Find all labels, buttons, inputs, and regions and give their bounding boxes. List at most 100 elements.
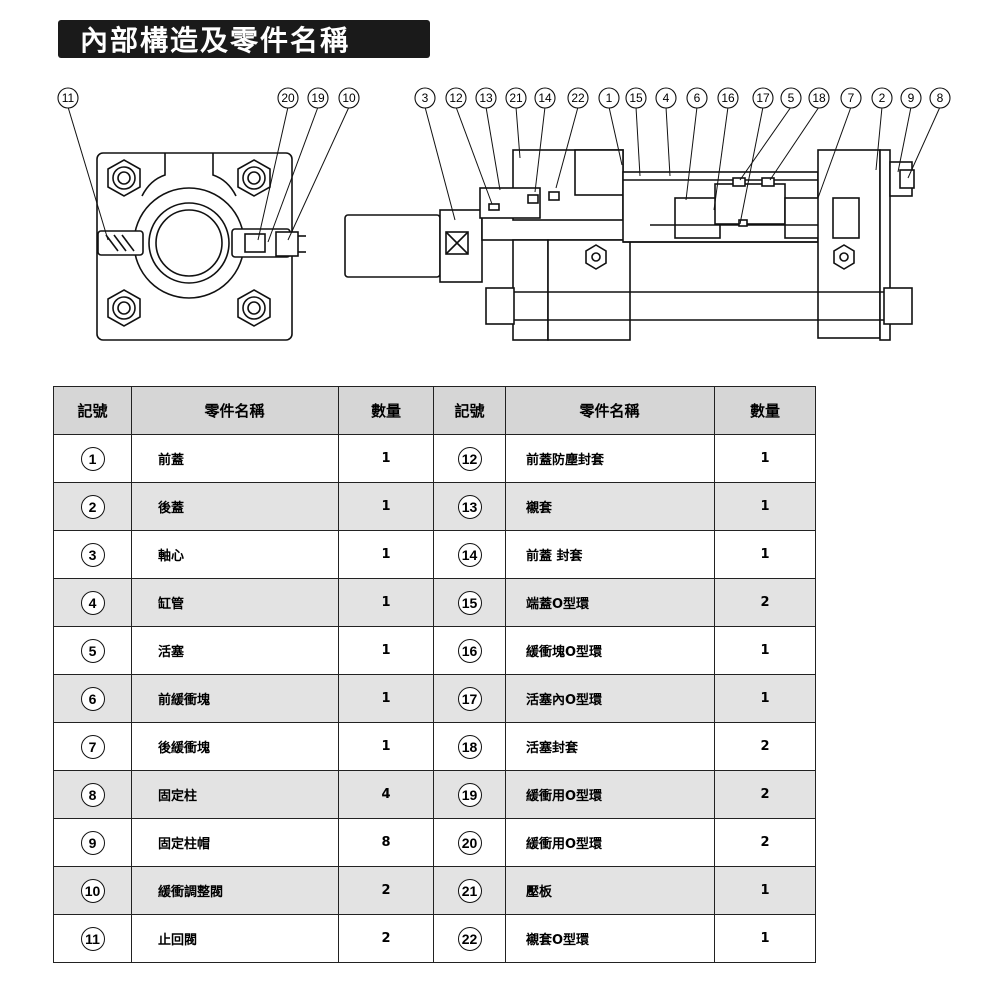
part-name: 緩衝塊O型環: [505, 626, 715, 675]
part-number: 10: [80, 878, 105, 903]
col-header-no: 記號: [53, 386, 132, 435]
part-name: 端蓋O型環: [505, 578, 715, 627]
part-number: 21: [457, 878, 482, 903]
corner-bolt-tr: [237, 159, 271, 197]
part-number: 13: [457, 494, 482, 519]
part-number: 20: [457, 830, 482, 855]
part-number: 22: [457, 926, 482, 951]
part-name: 壓板: [505, 866, 715, 915]
part-qty: 1: [338, 578, 434, 627]
part-name: 前蓋: [131, 434, 339, 483]
part-name: 活塞封套: [505, 722, 715, 771]
part-number: 7: [80, 734, 105, 759]
part-name: 活塞: [131, 626, 339, 675]
part-qty: 2: [714, 770, 816, 819]
table-row: 11 止回閥 2 22 襯套O型環 1: [53, 914, 816, 963]
callout-label: 15: [629, 91, 643, 105]
table-row: 1 前蓋 1 12 前蓋防塵封套 1: [53, 434, 816, 483]
part-qty: 1: [338, 674, 434, 723]
part-number: 17: [457, 686, 482, 711]
callout-label: 13: [479, 91, 493, 105]
callout-label: 14: [538, 91, 552, 105]
part-name: 後蓋: [131, 482, 339, 531]
table-row: 10 緩衝調整閥 2 21 壓板 1: [53, 866, 816, 915]
part-qty: 1: [714, 530, 816, 579]
part-qty: 2: [714, 578, 816, 627]
part-name: 襯套O型環: [505, 914, 715, 963]
table-row: 9 固定柱帽 8 20 緩衝用O型環 2: [53, 818, 816, 867]
table-header-row: 記號 零件名稱 數量 記號 零件名稱 數量: [53, 386, 816, 435]
part-name: 缸管: [131, 578, 339, 627]
part-number: 2: [80, 494, 105, 519]
col-header-qty: 數量: [338, 386, 434, 435]
part-qty: 1: [714, 482, 816, 531]
col-header-no-2: 記號: [433, 386, 506, 435]
part-name: 固定柱帽: [131, 818, 339, 867]
part-name: 緩衝用O型環: [505, 770, 715, 819]
part-name: 緩衝調整閥: [131, 866, 339, 915]
col-header-name-2: 零件名稱: [505, 386, 715, 435]
part-name: 前蓋 封套: [505, 530, 715, 579]
part-number: 6: [80, 686, 105, 711]
part-name: 後緩衝塊: [131, 722, 339, 771]
part-name: 軸心: [131, 530, 339, 579]
table-row: 2 後蓋 1 13 襯套 1: [53, 482, 816, 531]
part-number: 4: [80, 590, 105, 615]
page-title: 內部構造及零件名稱: [58, 20, 430, 58]
callout-label: 20: [281, 91, 295, 105]
cylinder-diagram: 11 20 19 10 3 12 13 21 14 22 1 15 4 6 16…: [57, 87, 951, 341]
callout-label: 7: [848, 91, 855, 105]
callout-label: 9: [908, 91, 915, 105]
callout-label: 16: [721, 91, 735, 105]
callout-label: 2: [879, 91, 886, 105]
callout-label: 19: [311, 91, 325, 105]
callout-label: 5: [788, 91, 795, 105]
col-header-name: 零件名稱: [131, 386, 339, 435]
part-number: 8: [80, 782, 105, 807]
table-row: 8 固定柱 4 19 緩衝用O型環 2: [53, 770, 816, 819]
part-qty: 4: [338, 770, 434, 819]
part-name: 活塞內O型環: [505, 674, 715, 723]
callout-circles: [57, 87, 951, 109]
corner-bolt-tl: [107, 159, 141, 197]
part-number: 5: [80, 638, 105, 663]
callout-label: 3: [422, 91, 429, 105]
part-qty: 1: [338, 434, 434, 483]
leader-lines: [67, 106, 941, 243]
part-name: 固定柱: [131, 770, 339, 819]
part-number: 14: [457, 542, 482, 567]
corner-bolt-br: [237, 289, 271, 327]
table-row: 7 後緩衝塊 1 18 活塞封套 2: [53, 722, 816, 771]
part-qty: 1: [714, 674, 816, 723]
part-qty: 2: [714, 818, 816, 867]
callout-label: 21: [509, 91, 523, 105]
part-qty: 1: [714, 626, 816, 675]
table-row: 4 缸管 1 15 端蓋O型環 2: [53, 578, 816, 627]
part-number: 18: [457, 734, 482, 759]
callout-label: 4: [663, 91, 670, 105]
part-name: 止回閥: [131, 914, 339, 963]
part-name: 前緩衝塊: [131, 674, 339, 723]
col-header-qty-2: 數量: [714, 386, 816, 435]
part-qty: 1: [338, 482, 434, 531]
part-name: 前蓋防塵封套: [505, 434, 715, 483]
table-row: 5 活塞 1 16 緩衝塊O型環 1: [53, 626, 816, 675]
section-view-drawing: [344, 149, 915, 341]
callout-label: 11: [62, 91, 75, 105]
callout-label: 8: [937, 91, 944, 105]
part-number: 11: [80, 926, 105, 951]
corner-bolt-bl: [107, 289, 141, 327]
part-qty: 8: [338, 818, 434, 867]
part-number: 15: [457, 590, 482, 615]
part-number: 1: [80, 446, 105, 471]
end-view-drawing: [96, 152, 306, 341]
callout-label: 12: [449, 91, 463, 105]
callout-label: 1: [606, 91, 613, 105]
part-qty: 1: [338, 626, 434, 675]
table-row: 3 軸心 1 14 前蓋 封套 1: [53, 530, 816, 579]
part-number: 3: [80, 542, 105, 567]
table-row: 6 前緩衝塊 1 17 活塞內O型環 1: [53, 674, 816, 723]
callout-label: 10: [342, 91, 356, 105]
part-name: 襯套: [505, 482, 715, 531]
part-qty: 1: [714, 434, 816, 483]
